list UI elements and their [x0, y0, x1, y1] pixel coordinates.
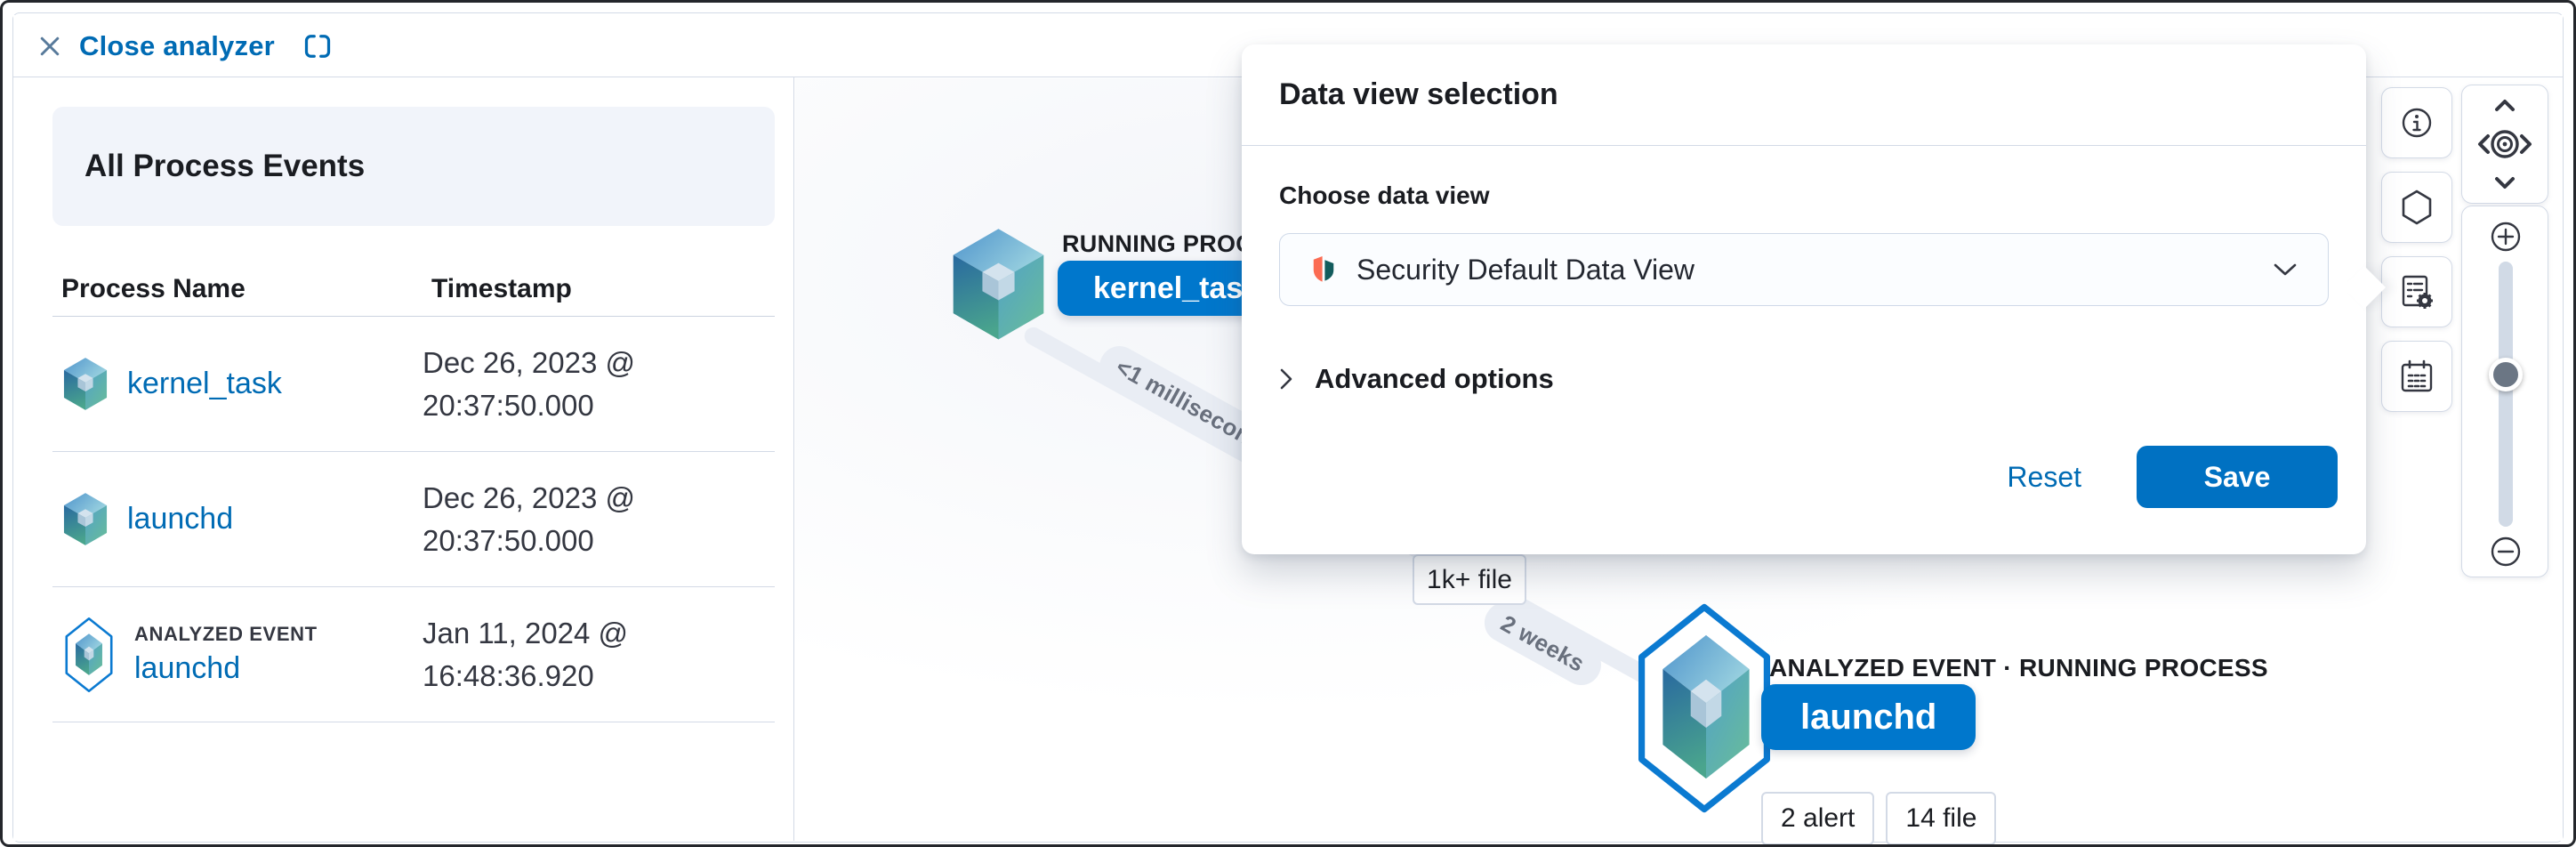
table-row: ANALYZED EVENT launchd Jan 11, 2024 @ 16… [52, 587, 775, 722]
file-count-badge[interactable]: 14 file [1886, 792, 1997, 844]
hexagon-icon [2402, 190, 2432, 225]
process-link[interactable]: kernel_task [127, 367, 282, 400]
advanced-options-toggle[interactable]: Advanced options [1279, 363, 2329, 395]
timestamp-cell: Dec 26, 2023 @ 20:37:50.000 [423, 480, 635, 557]
timestamp-cell: Jan 11, 2024 @ 16:48:36.920 [423, 616, 629, 692]
close-analyzer-button[interactable]: Close analyzer [79, 29, 275, 61]
table-row: launchd Dec 26, 2023 @ 20:37:50.000 [52, 452, 775, 587]
camera-nav-pad[interactable] [2461, 85, 2548, 204]
zoom-slider-thumb[interactable] [2489, 358, 2523, 391]
data-view-selection-popover: Data view selection Choose data view Sec… [1242, 44, 2387, 554]
date-picker-button[interactable] [2381, 341, 2452, 412]
data-view-settings-button[interactable] [2381, 256, 2452, 327]
security-shield-icon [1313, 256, 1334, 282]
node-badges: 2 alert 14 file [1761, 792, 1997, 844]
process-events-panel: All Process Events Process Name Timestam… [13, 77, 794, 841]
nav-pad-icons [2478, 100, 2532, 189]
process-link[interactable]: launchd [127, 502, 234, 536]
node-legend-button[interactable] [2381, 87, 2452, 158]
table-header-row: Process Name Timestamp [52, 262, 775, 317]
zoom-out-icon[interactable] [2488, 534, 2524, 569]
table-row: kernel_task Dec 26, 2023 @ 20:37:50.000 [52, 317, 775, 452]
panel-title-text: All Process Events [85, 149, 366, 183]
zoom-control [2461, 206, 2548, 577]
process-cube-icon [63, 357, 108, 410]
column-header-timestamp: Timestamp [431, 273, 572, 303]
reset-button[interactable]: Reset [2007, 460, 2081, 493]
schema-info-button[interactable] [2381, 172, 2452, 243]
analyzed-event-label: ANALYZED EVENT [134, 623, 318, 645]
launchd-node-button[interactable]: launchd [1761, 684, 1976, 750]
zoom-slider-track[interactable] [2499, 262, 2513, 527]
data-view-select[interactable]: Security Default Data View [1279, 233, 2329, 306]
fullscreen-icon[interactable] [300, 28, 335, 64]
choose-data-view-label: Choose data view [1279, 182, 1490, 209]
launchd-node-icon[interactable] [1658, 633, 1754, 784]
popover-title: Data view selection [1242, 44, 2366, 146]
close-icon[interactable] [36, 33, 63, 60]
file-count-badge[interactable]: 1k+ file [1413, 554, 1526, 605]
process-link[interactable]: launchd [134, 651, 241, 685]
zoom-in-icon[interactable] [2488, 219, 2524, 254]
kernel-task-node-icon[interactable] [948, 227, 1049, 343]
process-cube-icon [63, 492, 108, 545]
calendar-icon [2401, 359, 2433, 392]
list-gear-icon [2402, 275, 2433, 309]
node-kind-label: ANALYZED EVENT · RUNNING PROCESS [1769, 654, 2268, 682]
analyzed-event-icon [65, 617, 113, 692]
timestamp-cell: Dec 26, 2023 @ 20:37:50.000 [423, 345, 635, 422]
save-button[interactable]: Save [2137, 446, 2338, 508]
panel-title: All Process Events [52, 107, 775, 226]
alert-count-badge[interactable]: 2 alert [1761, 792, 1875, 844]
selected-data-view: Security Default Data View [1356, 253, 1695, 286]
chevron-right-icon [1280, 368, 1292, 390]
kernel-task-node-button[interactable]: kernel_task [1058, 261, 1271, 316]
column-header-process-name: Process Name [61, 273, 246, 303]
info-icon [2402, 108, 2432, 138]
chevron-down-icon [2274, 263, 2297, 276]
process-events-table: Process Name Timestamp kernel_task Dec 2… [52, 262, 775, 722]
